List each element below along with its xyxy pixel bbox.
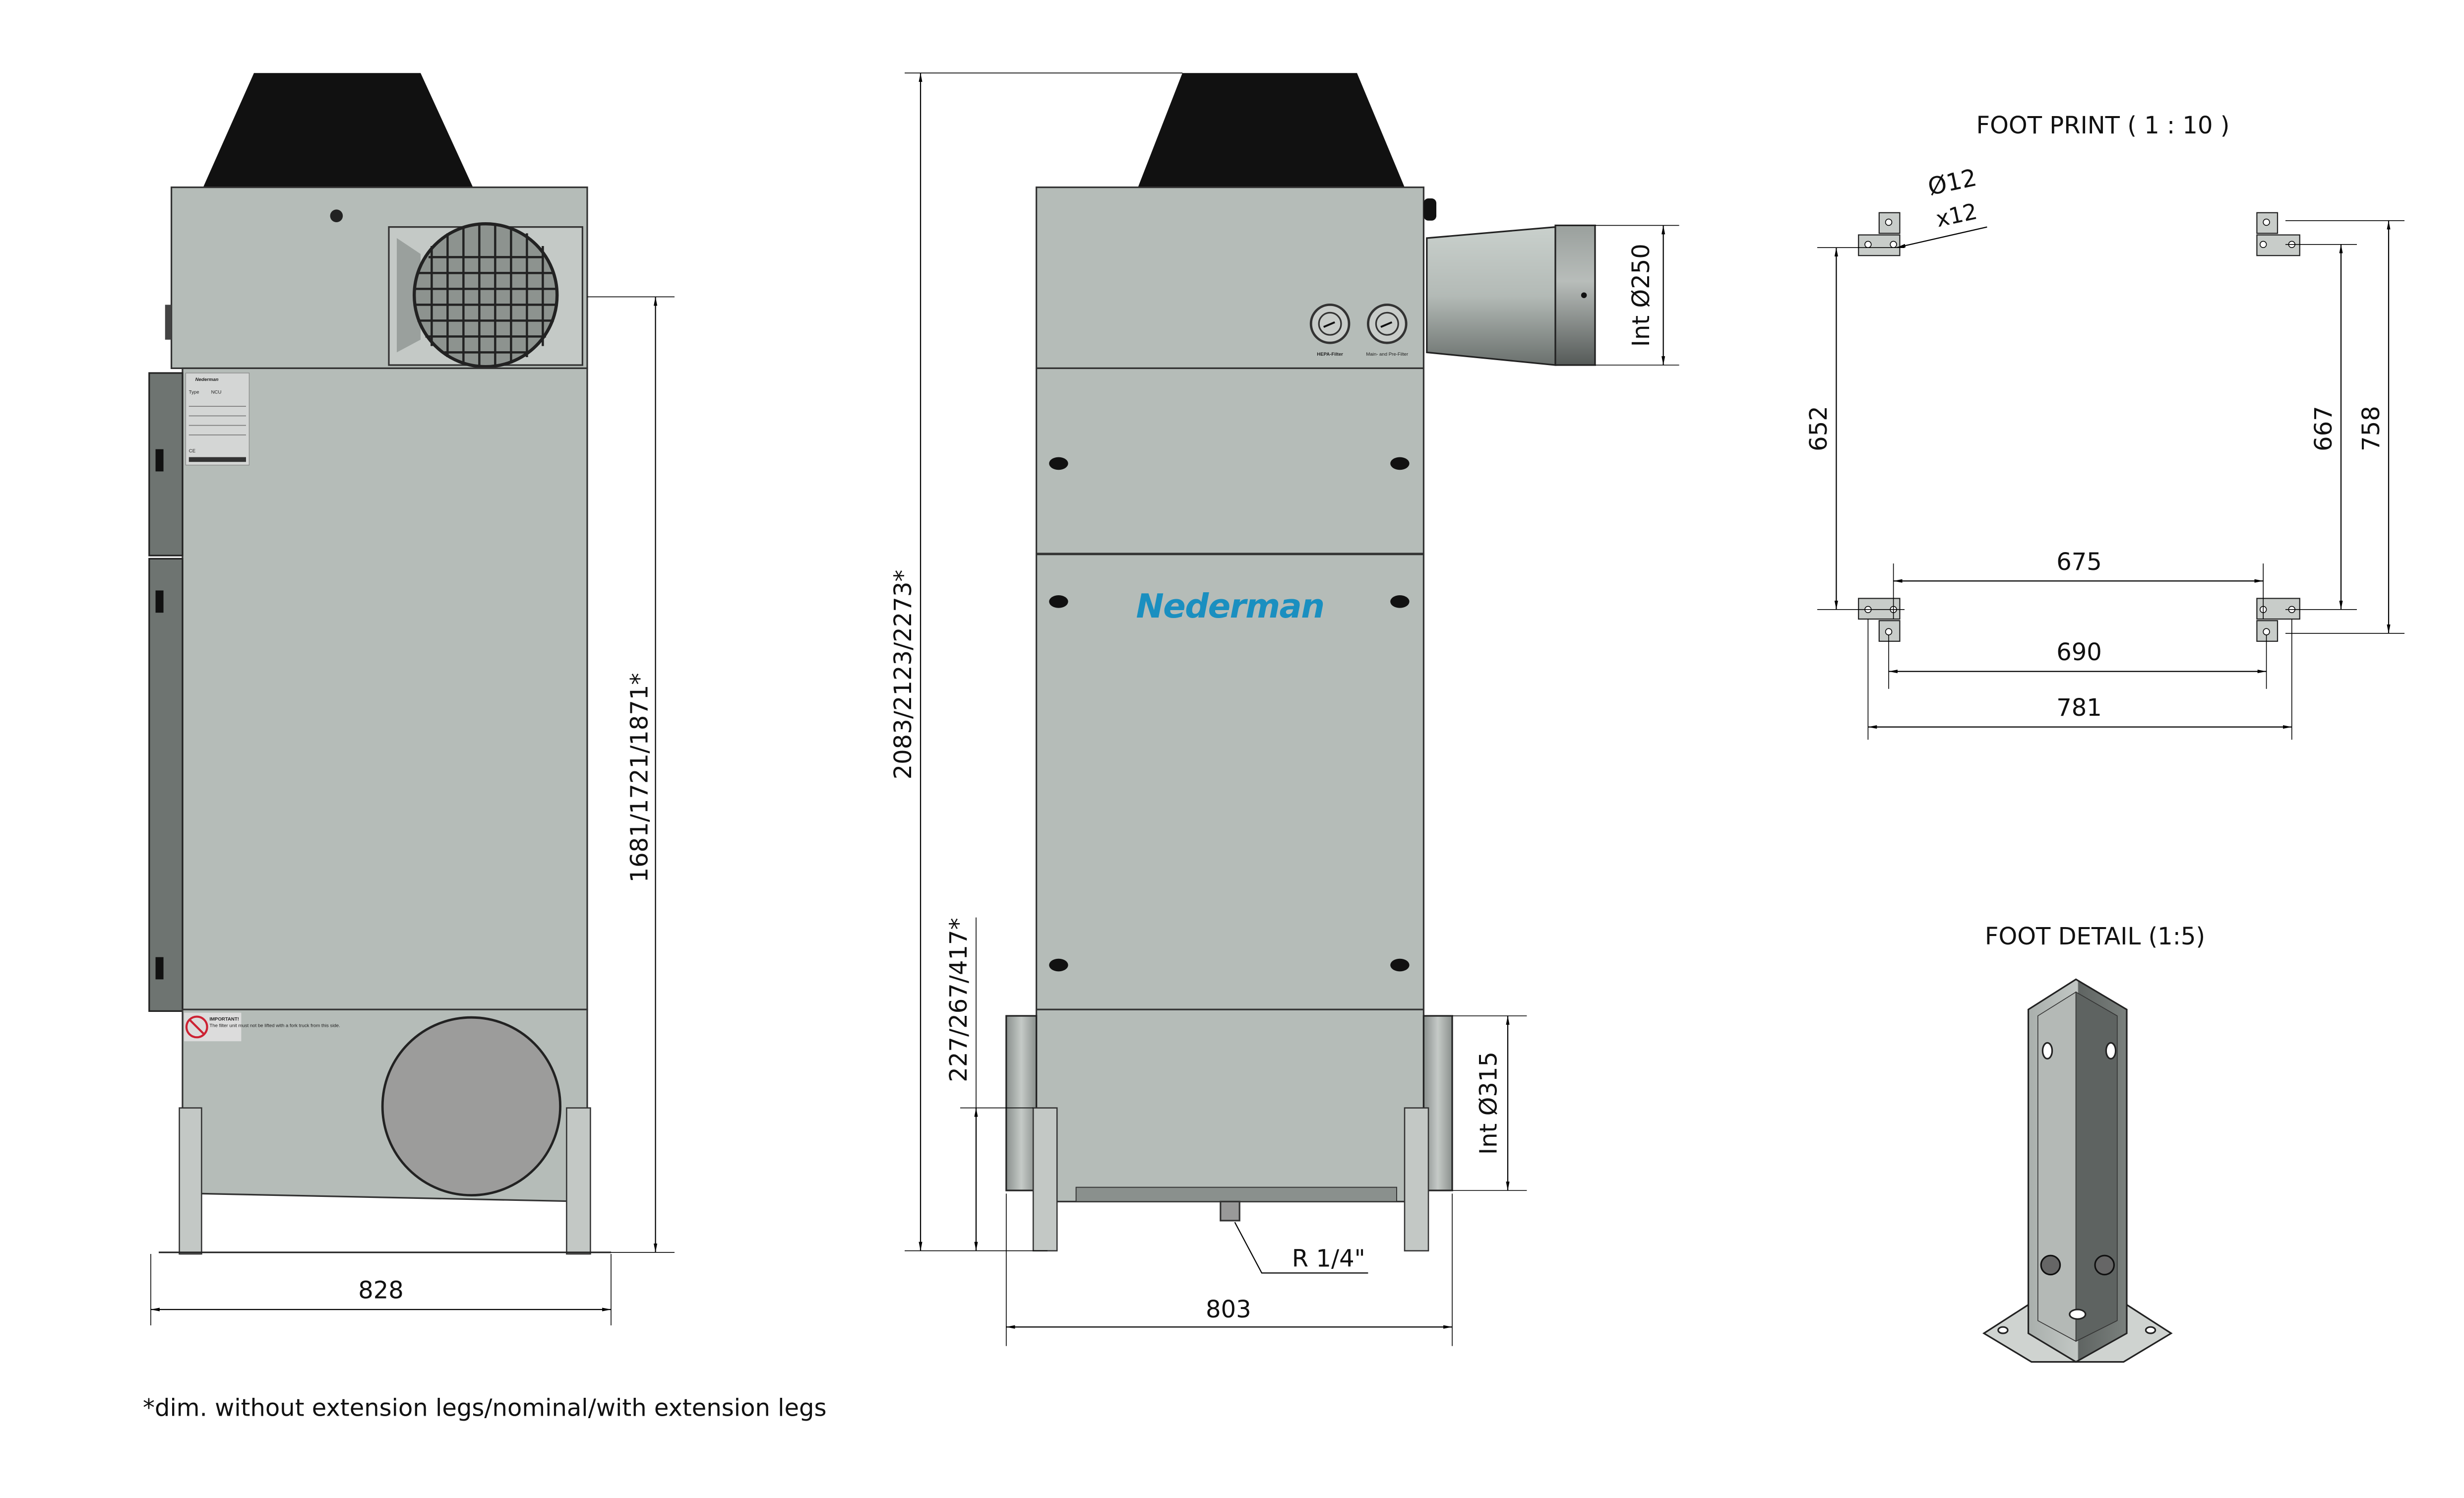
leg xyxy=(1404,1107,1429,1251)
footprint: FOOT PRINT ( 1 : 10 ) Ø12 x12 652 667 xyxy=(1805,112,2404,740)
main-body xyxy=(182,367,588,1010)
lower-section xyxy=(1036,1008,1424,1202)
dim-690: 690 xyxy=(2056,638,2102,666)
knob-icon xyxy=(1423,198,1436,221)
front-width-dim-label: 803 xyxy=(1206,1296,1251,1323)
hinge-icon xyxy=(155,590,164,613)
door-lower xyxy=(148,558,184,1012)
rating-plate: Nederman Type NCU CE xyxy=(185,373,250,466)
footnote: *dim. without extension legs/nominal/wit… xyxy=(143,1394,826,1422)
foot-tr xyxy=(2256,212,2300,256)
warning-text: The filter unit must not be lifted with … xyxy=(209,1023,340,1028)
rating-plate-type-label: Type xyxy=(189,390,199,395)
inlet-dim-label: Int Ø315 xyxy=(1475,1052,1503,1155)
nederman-logo: Nederman xyxy=(1136,587,1324,625)
dim-758: 758 xyxy=(2357,406,2385,451)
footprint-title: FOOT PRINT ( 1 : 10 ) xyxy=(1976,112,2230,139)
drain-label: R 1/4" xyxy=(1292,1245,1365,1273)
screw-icon xyxy=(330,209,343,222)
foot-bl xyxy=(1858,598,1901,642)
outlet-dim-label: Int Ø250 xyxy=(1627,244,1655,347)
warning-sticker: IMPORTANT! The filter unit must not be l… xyxy=(184,1012,340,1042)
inlet-pipe-left xyxy=(1005,1015,1038,1191)
top-box xyxy=(1036,187,1424,369)
dim-667: 667 xyxy=(2310,406,2338,451)
inlet-circle xyxy=(381,1016,561,1196)
pressure-gauge-main: Main- and Pre-Filter xyxy=(1366,304,1409,357)
leg xyxy=(179,1107,202,1255)
door-upper xyxy=(148,372,184,557)
height-dim-label: 1681/1721/1871* xyxy=(626,673,654,883)
foot-tl xyxy=(1858,212,1901,256)
hood xyxy=(1138,73,1405,187)
width-dim-label: 828 xyxy=(358,1277,404,1305)
rating-plate-type-value: NCU xyxy=(211,390,222,395)
leg xyxy=(566,1107,591,1255)
front-view: HEPA-Filter Main- and Pre-Filter Nederma… xyxy=(889,72,1679,1346)
bolt-icon xyxy=(2094,1254,2115,1276)
foot-detail-title: FOOT DETAIL (1:5) xyxy=(1985,923,2205,950)
gauge-label: HEPA-Filter xyxy=(1317,352,1343,357)
drain-valve xyxy=(1220,1200,1240,1222)
main-body xyxy=(1036,367,1424,1010)
warning-title: IMPORTANT! xyxy=(209,1017,239,1022)
side-view: Nederman Type NCU CE IMPORTANT! The filt… xyxy=(148,73,675,1325)
dim-652: 652 xyxy=(1805,406,1833,451)
foot-detail: FOOT DETAIL (1:5) xyxy=(1982,923,2205,1363)
bolt-icon xyxy=(2040,1254,2061,1276)
hole-count-label: x12 xyxy=(1933,198,1979,232)
hinge-icon xyxy=(155,449,164,472)
side-handle xyxy=(165,305,172,340)
leg xyxy=(1032,1107,1058,1251)
inlet-grille xyxy=(388,222,583,369)
leg-height-dim-label: 227/267/417* xyxy=(945,918,973,1082)
hood xyxy=(203,73,473,187)
hole-dim-label: Ø12 xyxy=(1925,164,1979,201)
latch-icons xyxy=(1049,457,1410,972)
pressure-gauge-hepa: HEPA-Filter xyxy=(1309,304,1351,357)
outlet-duct xyxy=(1426,224,1596,366)
rating-plate-brand: Nederman xyxy=(195,377,219,382)
total-height-dim-label: 2083/2123/2273* xyxy=(889,570,917,780)
ce-mark: CE xyxy=(189,448,195,454)
dim-675: 675 xyxy=(2056,548,2102,576)
hinge-icon xyxy=(155,957,164,980)
dim-781: 781 xyxy=(2056,694,2102,722)
gauge-label: Main- and Pre-Filter xyxy=(1366,352,1409,357)
